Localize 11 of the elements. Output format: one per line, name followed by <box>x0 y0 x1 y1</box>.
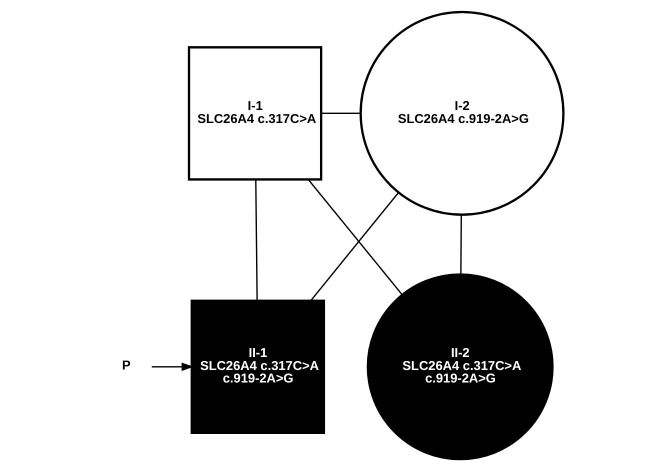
node-text: P <box>122 357 131 372</box>
node-box: II-1 SLC26A4 c.317C>A c.919-2A>G <box>190 300 326 434</box>
connector <box>308 179 403 296</box>
connector <box>460 214 462 274</box>
node-circle: II-2 SLC26A4 c.317C>A c.919-2A>G <box>366 273 554 460</box>
arrow <box>152 362 194 372</box>
node-box: I-1 SLC26A4 c.317C>A <box>188 46 322 181</box>
connector <box>310 192 400 301</box>
node-circle: I-2 SLC26A4 c.919-2A>G <box>360 10 565 216</box>
connector <box>321 112 361 114</box>
connector <box>255 180 258 300</box>
